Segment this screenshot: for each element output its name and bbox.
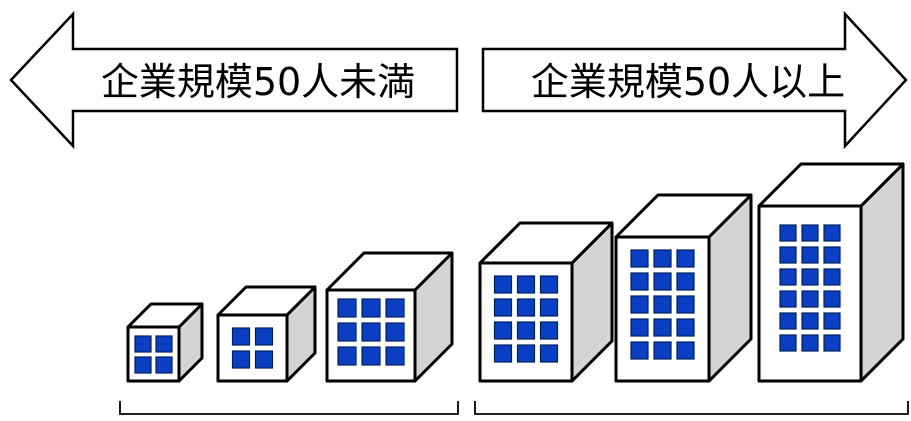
window: [653, 341, 672, 360]
window: [516, 321, 536, 340]
window: [653, 249, 672, 268]
window: [823, 268, 841, 286]
building-under-50-1: [126, 302, 204, 383]
arrow-right-label: 企業規模50人以上: [531, 60, 845, 104]
window: [539, 298, 559, 317]
window: [516, 275, 536, 294]
window: [539, 321, 559, 340]
window: [630, 272, 649, 291]
window: [653, 272, 672, 291]
window: [630, 341, 649, 360]
brace-under-50: [119, 401, 459, 415]
window: [823, 312, 841, 330]
window: [653, 295, 672, 314]
window: [134, 335, 152, 353]
window: [823, 334, 841, 352]
window: [516, 344, 536, 363]
window: [361, 346, 381, 366]
window: [801, 246, 819, 264]
arrow-right: 企業規模50人以上: [481, 10, 908, 150]
building-under-50-3: [325, 251, 454, 383]
window: [134, 356, 152, 374]
window: [231, 350, 251, 369]
window: [516, 298, 536, 317]
window: [676, 295, 695, 314]
window: [779, 312, 797, 330]
window: [801, 312, 819, 330]
window: [385, 298, 405, 318]
window: [801, 224, 819, 242]
window: [779, 268, 797, 286]
window: [337, 346, 357, 366]
window: [493, 298, 513, 317]
window: [155, 335, 173, 353]
building-50-and-over-4: [478, 221, 614, 383]
window: [337, 322, 357, 342]
arrow-right-shape: [481, 10, 908, 150]
window: [630, 318, 649, 337]
window: [493, 275, 513, 294]
window: [801, 334, 819, 352]
window: [676, 249, 695, 268]
window: [539, 275, 559, 294]
window: [361, 298, 381, 318]
window: [630, 295, 649, 314]
window: [676, 318, 695, 337]
arrow-left-label: 企業規模50人未満: [101, 60, 415, 104]
arrow-left-shape: [9, 10, 459, 150]
window: [779, 334, 797, 352]
window: [385, 346, 405, 366]
window: [630, 249, 649, 268]
window: [801, 268, 819, 286]
window: [676, 272, 695, 291]
buildings: [126, 162, 905, 383]
window: [779, 290, 797, 308]
window: [493, 344, 513, 363]
window: [539, 344, 559, 363]
window: [801, 290, 819, 308]
building-under-50-2: [216, 285, 317, 383]
window: [823, 246, 841, 264]
window: [493, 321, 513, 340]
building-front-face: [216, 313, 289, 383]
window: [231, 327, 251, 346]
window: [823, 224, 841, 242]
window: [779, 246, 797, 264]
window: [385, 322, 405, 342]
window: [254, 327, 274, 346]
building-50-and-over-5: [614, 193, 753, 383]
window: [779, 224, 797, 242]
window: [254, 350, 274, 369]
brace-50-and-over: [474, 401, 909, 415]
building-50-and-over-6: [757, 162, 905, 383]
window: [361, 322, 381, 342]
window: [823, 290, 841, 308]
window: [155, 356, 173, 374]
window: [676, 341, 695, 360]
window: [337, 298, 357, 318]
arrow-left: 企業規模50人未満: [9, 10, 459, 150]
window: [653, 318, 672, 337]
